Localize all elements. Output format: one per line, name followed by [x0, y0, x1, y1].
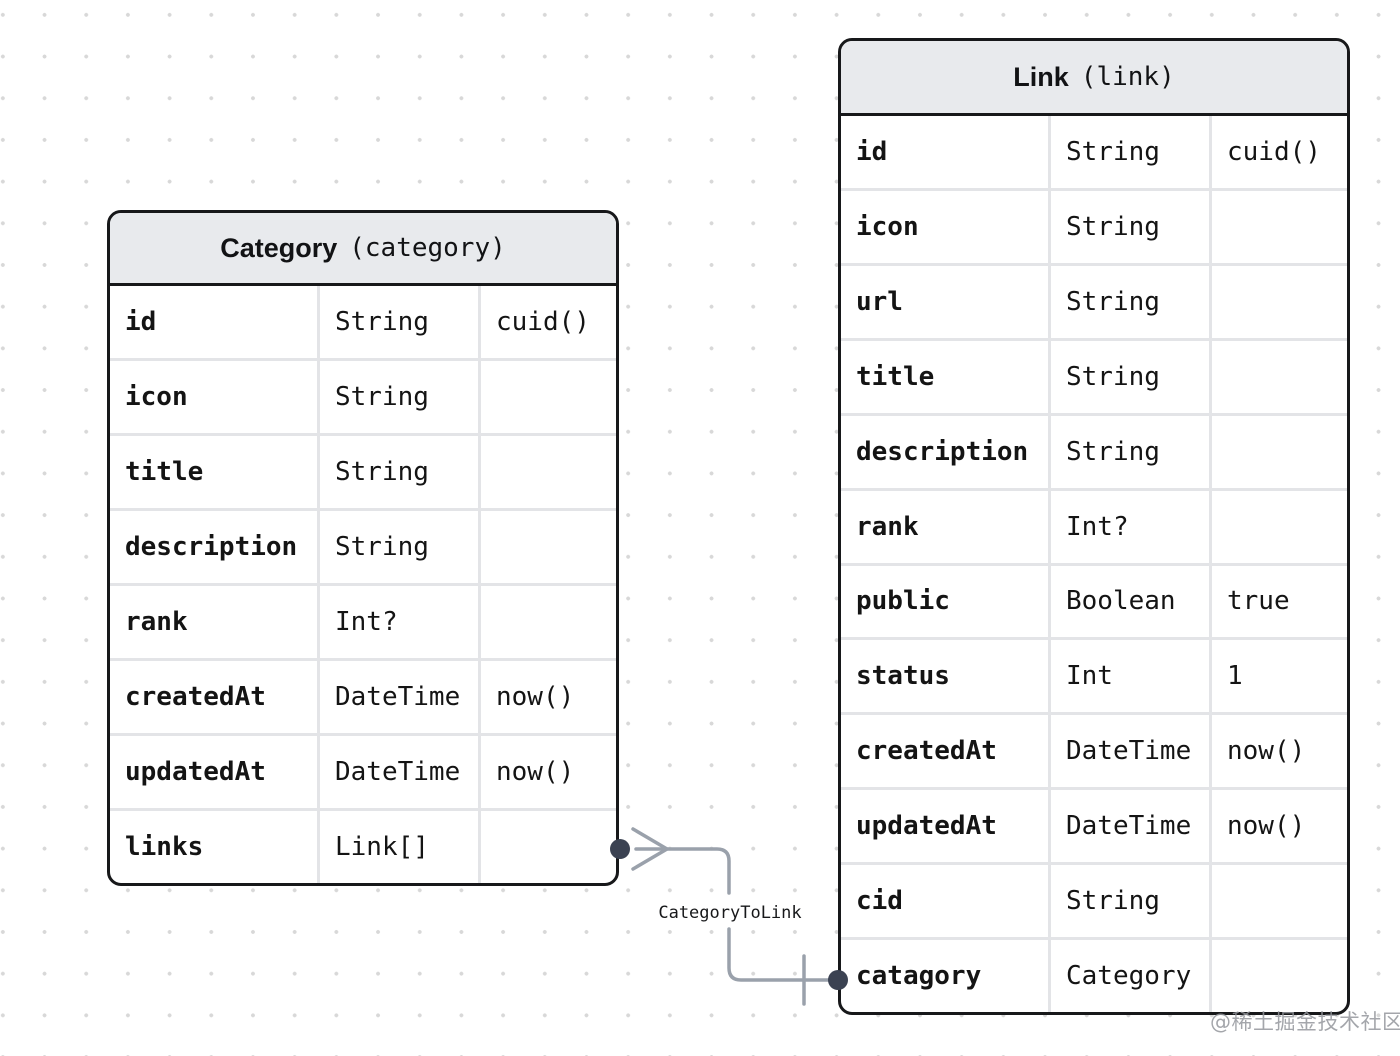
field-type: String: [1051, 340, 1212, 413]
field-row: rank Int?: [841, 490, 1347, 566]
field-name: description: [841, 415, 1051, 488]
field-default: true: [1227, 586, 1290, 617]
field-type: String: [1051, 865, 1212, 938]
relation-label: CategoryToLink: [650, 899, 810, 927]
field-default: 1: [1227, 661, 1243, 692]
field-name: updatedAt: [841, 790, 1051, 863]
field-row: createdAt DateTime now(): [841, 715, 1347, 791]
relation-endpoint-dot-link: [828, 970, 848, 990]
field-name: rank: [110, 586, 320, 658]
field-name: icon: [841, 190, 1051, 263]
field-row: title String: [110, 436, 616, 511]
entity-schema-name: (link): [1080, 62, 1175, 92]
field-row: id String cuid(): [841, 116, 1347, 191]
field-type: Int?: [320, 586, 481, 658]
field-default: cuid(): [496, 307, 590, 337]
field-type: String: [1051, 190, 1212, 263]
entity-name: Category: [220, 232, 338, 263]
field-name: description: [110, 511, 320, 583]
field-row: catagory Category: [841, 940, 1347, 1012]
relation-line-upper[interactable]: [634, 847, 731, 895]
field-row: title String: [841, 340, 1347, 416]
field-row: rank Int?: [110, 586, 616, 661]
field-type: DateTime: [320, 736, 481, 808]
entity-table-category[interactable]: Category (category) id String cuid() ico…: [107, 210, 619, 886]
field-name: id: [110, 286, 320, 358]
field-row: createdAt DateTime now(): [110, 661, 616, 736]
field-name: links: [110, 811, 320, 883]
field-name: title: [841, 340, 1051, 413]
field-type: Boolean: [1051, 565, 1212, 638]
field-type: DateTime: [1051, 790, 1212, 863]
field-row: url String: [841, 265, 1347, 341]
field-row: updatedAt DateTime now(): [841, 790, 1347, 866]
field-row: updatedAt DateTime now(): [110, 736, 616, 811]
field-row: cid String: [841, 865, 1347, 941]
entity-name: Link: [1013, 61, 1069, 92]
entity-table-link[interactable]: Link (link) id String cuid() icon String…: [838, 38, 1350, 1015]
entity-schema-name: (category): [349, 233, 506, 263]
field-type: String: [320, 361, 481, 433]
field-name: public: [841, 565, 1051, 638]
field-type: Link[]: [320, 811, 481, 883]
field-type: Category: [1051, 940, 1212, 1012]
field-type: String: [1051, 265, 1212, 338]
field-default: now(): [496, 682, 575, 712]
field-row: description String: [110, 511, 616, 586]
field-row: id String cuid(): [110, 286, 616, 361]
entity-field-list: id String cuid() icon String title Strin…: [110, 286, 616, 883]
field-name: url: [841, 265, 1051, 338]
field-name: rank: [841, 490, 1051, 563]
field-type: Int?: [1051, 490, 1212, 563]
field-type: String: [320, 511, 481, 583]
entity-header: Category (category): [110, 213, 616, 286]
field-default: now(): [496, 757, 575, 787]
field-type: DateTime: [320, 661, 481, 733]
field-row: icon String: [110, 361, 616, 436]
field-name: id: [841, 116, 1051, 188]
relation-endpoint-dot-category: [610, 839, 630, 859]
field-row: links Link[]: [110, 811, 616, 883]
field-type: String: [320, 286, 481, 358]
field-name: icon: [110, 361, 320, 433]
watermark: @稀土掘金技术社区: [1210, 1010, 1400, 1034]
crow-foot-many-icon: [631, 827, 671, 871]
field-type: Int: [1051, 640, 1212, 713]
field-name: updatedAt: [110, 736, 320, 808]
field-type: DateTime: [1051, 715, 1212, 788]
field-row: public Boolean true: [841, 565, 1347, 641]
field-default: now(): [1227, 811, 1306, 842]
field-name: catagory: [841, 940, 1051, 1012]
field-type: String: [1051, 116, 1212, 188]
field-name: status: [841, 640, 1051, 713]
field-name: createdAt: [841, 715, 1051, 788]
field-row: status Int 1: [841, 640, 1347, 716]
relation-line-lower[interactable]: [727, 927, 833, 982]
entity-header: Link (link): [841, 41, 1347, 116]
entity-field-list: id String cuid() icon String url String …: [841, 116, 1347, 1012]
field-row: description String: [841, 415, 1347, 491]
field-type: String: [320, 436, 481, 508]
field-name: title: [110, 436, 320, 508]
field-name: cid: [841, 865, 1051, 938]
field-name: createdAt: [110, 661, 320, 733]
field-type: String: [1051, 415, 1212, 488]
field-default: now(): [1227, 736, 1306, 767]
field-row: icon String: [841, 190, 1347, 266]
field-default: cuid(): [1227, 136, 1321, 167]
